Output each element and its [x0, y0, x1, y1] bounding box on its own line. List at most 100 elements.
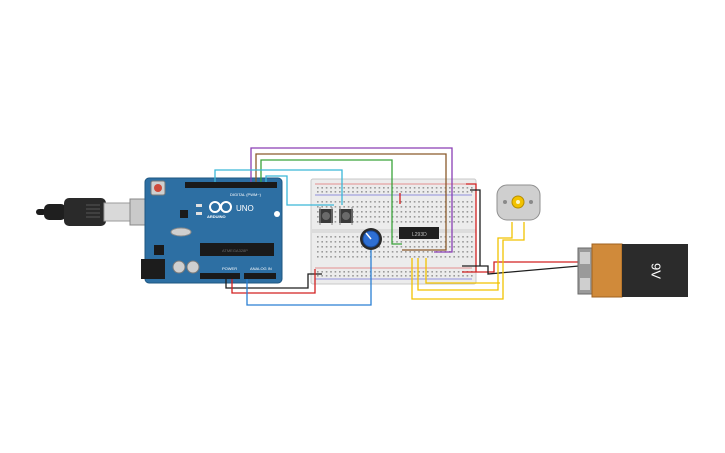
- breadboard-hole[interactable]: [325, 187, 328, 189]
- breadboard-hole[interactable]: [440, 241, 442, 243]
- breadboard-hole[interactable]: [374, 206, 376, 208]
- breadboard-hole[interactable]: [347, 275, 350, 277]
- breadboard-hole[interactable]: [409, 206, 411, 208]
- breadboard-hole[interactable]: [317, 241, 319, 243]
- breadboard-hole[interactable]: [405, 251, 407, 253]
- breadboard-hole[interactable]: [317, 221, 319, 223]
- breadboard-hole[interactable]: [383, 271, 385, 273]
- breadboard-hole[interactable]: [361, 221, 363, 223]
- breadboard-hole[interactable]: [387, 216, 389, 218]
- breadboard-hole[interactable]: [427, 275, 429, 277]
- breadboard-hole[interactable]: [321, 246, 323, 248]
- breadboard-hole[interactable]: [321, 236, 323, 238]
- breadboard-hole[interactable]: [396, 271, 398, 273]
- breadboard-hole[interactable]: [405, 206, 407, 208]
- breadboard-hole[interactable]: [418, 216, 420, 218]
- breadboard-hole[interactable]: [365, 216, 367, 218]
- breadboard-hole[interactable]: [321, 271, 323, 273]
- breadboard-hole[interactable]: [435, 201, 438, 203]
- breadboard-hole[interactable]: [431, 211, 433, 213]
- breadboard-hole[interactable]: [471, 211, 473, 213]
- breadboard-hole[interactable]: [325, 256, 328, 258]
- breadboard-hole[interactable]: [418, 256, 420, 258]
- breadboard-hole[interactable]: [471, 256, 473, 258]
- breadboard-hole[interactable]: [449, 221, 451, 223]
- breadboard-hole[interactable]: [422, 246, 425, 248]
- breadboard-hole[interactable]: [391, 251, 394, 253]
- breadboard-hole[interactable]: [409, 271, 411, 273]
- breadboard-hole[interactable]: [361, 187, 363, 189]
- breadboard-hole[interactable]: [431, 187, 433, 189]
- breadboard-hole[interactable]: [431, 256, 433, 258]
- breadboard-hole[interactable]: [378, 206, 381, 208]
- breadboard-hole[interactable]: [347, 201, 350, 203]
- breadboard-hole[interactable]: [396, 211, 398, 213]
- breadboard-hole[interactable]: [321, 251, 323, 253]
- breadboard-hole[interactable]: [383, 206, 385, 208]
- breadboard-hole[interactable]: [471, 187, 473, 189]
- breadboard-hole[interactable]: [422, 275, 425, 277]
- breadboard-hole[interactable]: [422, 206, 425, 208]
- breadboard-hole[interactable]: [387, 236, 389, 238]
- breadboard-hole[interactable]: [330, 246, 332, 248]
- breadboard-hole[interactable]: [339, 251, 341, 253]
- breadboard-hole[interactable]: [374, 187, 376, 189]
- breadboard-hole[interactable]: [422, 271, 425, 273]
- breadboard-hole[interactable]: [365, 275, 367, 277]
- breadboard-hole[interactable]: [374, 216, 376, 218]
- breadboard-hole[interactable]: [413, 216, 416, 218]
- breadboard-hole[interactable]: [325, 206, 328, 208]
- breadboard-hole[interactable]: [449, 246, 451, 248]
- breadboard-hole[interactable]: [453, 206, 455, 208]
- breadboard-hole[interactable]: [466, 187, 469, 189]
- breadboard-hole[interactable]: [352, 187, 354, 189]
- breadboard-hole[interactable]: [405, 201, 407, 203]
- breadboard-hole[interactable]: [440, 256, 442, 258]
- breadboard-hole[interactable]: [334, 211, 337, 213]
- breadboard-hole[interactable]: [418, 187, 420, 189]
- breadboard-hole[interactable]: [413, 275, 416, 277]
- breadboard-hole[interactable]: [405, 275, 407, 277]
- breadboard-hole[interactable]: [449, 216, 451, 218]
- breadboard-hole[interactable]: [413, 251, 416, 253]
- wire-red-rail[interactable]: [466, 183, 477, 272]
- breadboard-hole[interactable]: [422, 221, 425, 223]
- breadboard-hole[interactable]: [343, 275, 345, 277]
- breadboard-hole[interactable]: [361, 211, 363, 213]
- breadboard-hole[interactable]: [339, 256, 341, 258]
- breadboard-hole[interactable]: [334, 206, 337, 208]
- breadboard-hole[interactable]: [422, 251, 425, 253]
- breadboard-hole[interactable]: [400, 275, 403, 277]
- breadboard-hole[interactable]: [457, 221, 460, 223]
- breadboard-hole[interactable]: [330, 251, 332, 253]
- breadboard-hole[interactable]: [330, 201, 332, 203]
- breadboard-hole[interactable]: [396, 256, 398, 258]
- breadboard-hole[interactable]: [352, 271, 354, 273]
- breadboard-hole[interactable]: [440, 216, 442, 218]
- breadboard-hole[interactable]: [339, 241, 341, 243]
- breadboard-hole[interactable]: [347, 236, 350, 238]
- breadboard-hole[interactable]: [325, 246, 328, 248]
- breadboard-hole[interactable]: [457, 246, 460, 248]
- arduino-uno-board[interactable]: DIGITAL (PWM~) UNO ARDUINO ATMEGA328P PO…: [141, 177, 283, 284]
- breadboard-hole[interactable]: [365, 201, 367, 203]
- breadboard-hole[interactable]: [427, 221, 429, 223]
- breadboard-hole[interactable]: [378, 246, 381, 248]
- breadboard-hole[interactable]: [383, 241, 385, 243]
- breadboard-hole[interactable]: [383, 221, 385, 223]
- breadboard-hole[interactable]: [356, 201, 359, 203]
- breadboard-hole[interactable]: [365, 271, 367, 273]
- breadboard-hole[interactable]: [435, 241, 438, 243]
- breadboard-hole[interactable]: [334, 246, 337, 248]
- breadboard-hole[interactable]: [413, 201, 416, 203]
- breadboard-hole[interactable]: [409, 211, 411, 213]
- breadboard-hole[interactable]: [383, 211, 385, 213]
- breadboard-hole[interactable]: [405, 271, 407, 273]
- breadboard-hole[interactable]: [339, 201, 341, 203]
- breadboard-hole[interactable]: [361, 246, 363, 248]
- breadboard-hole[interactable]: [321, 187, 323, 189]
- breadboard-hole[interactable]: [347, 246, 350, 248]
- breadboard-hole[interactable]: [413, 241, 416, 243]
- breadboard-hole[interactable]: [405, 216, 407, 218]
- breadboard-hole[interactable]: [413, 246, 416, 248]
